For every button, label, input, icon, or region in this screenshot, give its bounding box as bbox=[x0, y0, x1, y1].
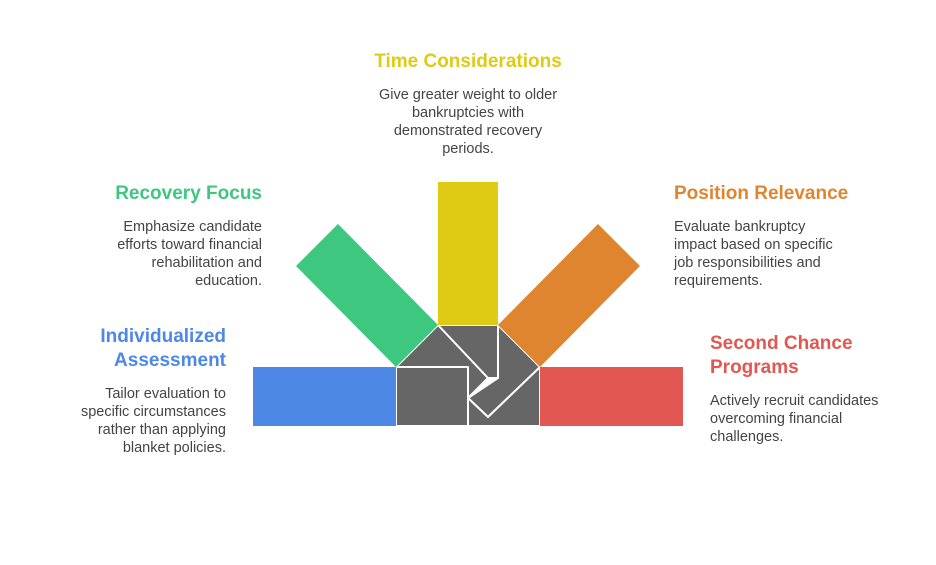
individualized-assessment-block: Individualized Assessment Tailor evaluat… bbox=[56, 325, 226, 457]
second-chance-programs-description: Actively recruit candidates overcoming f… bbox=[710, 393, 879, 445]
second-chance-programs-block: Second Chance Programs Actively recruit … bbox=[710, 332, 896, 446]
recovery-focus-block: Recovery Focus Emphasize candidate effor… bbox=[96, 182, 262, 290]
ray-individualized-assessment bbox=[253, 367, 396, 426]
hub bbox=[395, 324, 541, 427]
position-relevance-title: Position Relevance bbox=[674, 183, 849, 204]
time-considerations-title: Time Considerations bbox=[374, 51, 562, 72]
individualized-assessment-title: Individualized Assessment bbox=[100, 326, 226, 371]
position-relevance-block: Position Relevance Evaluate bankruptcy i… bbox=[674, 182, 852, 290]
ray-recovery-focus bbox=[296, 224, 438, 367]
individualized-assessment-description: Tailor evaluation to specific circumstan… bbox=[80, 386, 226, 456]
ray-position-relevance bbox=[498, 224, 640, 367]
rays bbox=[253, 182, 683, 426]
recovery-focus-description: Emphasize candidate efforts toward finan… bbox=[117, 219, 262, 289]
second-chance-programs-title: Second Chance Programs bbox=[710, 333, 853, 378]
ray-time-considerations bbox=[438, 182, 498, 325]
time-considerations-block: Time Considerations Give greater weight … bbox=[360, 50, 576, 158]
hub-piece-left bbox=[395, 366, 469, 427]
ray-second-chance-programs bbox=[540, 367, 683, 426]
recovery-focus-title: Recovery Focus bbox=[115, 183, 262, 204]
time-considerations-description: Give greater weight to older bankruptcie… bbox=[378, 87, 558, 157]
position-relevance-description: Evaluate bankruptcy impact based on spec… bbox=[674, 219, 833, 289]
